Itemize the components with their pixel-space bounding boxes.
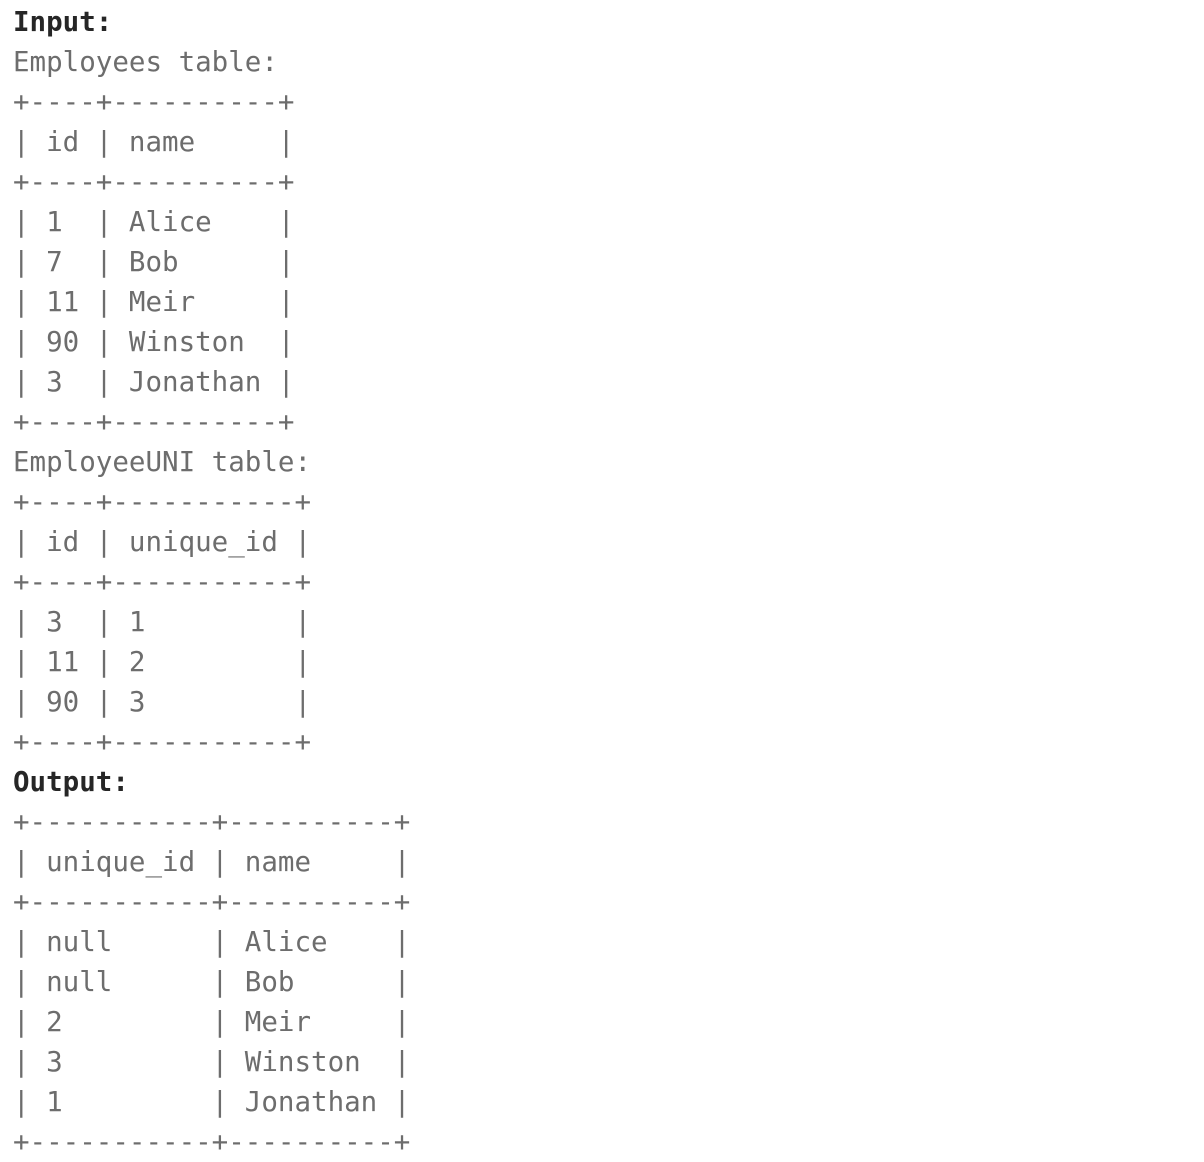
table-row: | 7 | Bob |	[13, 246, 295, 278]
table-row: | 2 | Meir |	[13, 1006, 411, 1038]
table-row: | 11 | Meir |	[13, 286, 295, 318]
output-section: Output: +-----------+----------+ | uniqu…	[13, 762, 1204, 1162]
employee-uni-bottom-border: +----+-----------+	[13, 726, 312, 758]
table-row: | 1 | Alice |	[13, 206, 295, 238]
output-heading: Output:	[13, 766, 129, 798]
table-row: | null | Bob |	[13, 966, 411, 998]
employees-table-caption: Employees table:	[13, 46, 278, 78]
output-header-row: | unique_id | name |	[13, 846, 411, 878]
table-row: | 3 | Jonathan |	[13, 366, 295, 398]
employee-uni-top-border: +----+-----------+	[13, 486, 312, 518]
table-row: | null | Alice |	[13, 926, 411, 958]
table-row: | 90 | Winston |	[13, 326, 295, 358]
output-header-border: +-----------+----------+	[13, 886, 411, 918]
table-row: | 90 | 3 |	[13, 686, 312, 718]
employee-uni-table-block: EmployeeUNI table: +----+-----------+ | …	[13, 442, 1204, 762]
employee-uni-header-border: +----+-----------+	[13, 566, 312, 598]
table-row: | 3 | Winston |	[13, 1046, 411, 1078]
employees-header-row: | id | name |	[13, 126, 295, 158]
employees-header-border: +----+----------+	[13, 166, 295, 198]
employees-top-border: +----+----------+	[13, 86, 295, 118]
output-top-border: +-----------+----------+	[13, 806, 411, 838]
input-section: Input: Employees table: +----+----------…	[13, 2, 1204, 762]
employee-uni-table-caption: EmployeeUNI table:	[13, 446, 312, 478]
table-row: | 11 | 2 |	[13, 646, 312, 678]
input-heading: Input:	[13, 6, 113, 38]
table-row: | 1 | Jonathan |	[13, 1086, 411, 1118]
employees-table-block: Employees table: +----+----------+ | id …	[13, 42, 1204, 442]
employee-uni-header-row: | id | unique_id |	[13, 526, 312, 558]
output-table-block: +-----------+----------+ | unique_id | n…	[13, 802, 1204, 1162]
employees-bottom-border: +----+----------+	[13, 406, 295, 438]
table-row: | 3 | 1 |	[13, 606, 312, 638]
output-bottom-border: +-----------+----------+	[13, 1126, 411, 1158]
